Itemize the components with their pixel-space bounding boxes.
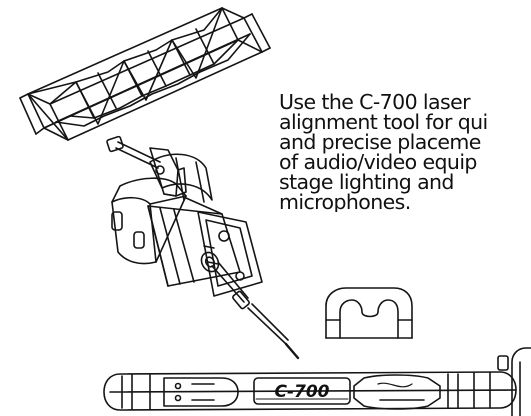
description-line: Use the C-700 laser [279, 92, 471, 114]
description-line: alignment tool for qui [279, 110, 488, 134]
laser-tool-illustration [103, 347, 531, 416]
description-line: stage lighting and [279, 170, 454, 194]
light-fixture-illustration [111, 177, 300, 360]
clamp-illustration [106, 135, 213, 203]
truss-illustration [19, 7, 271, 141]
description-line: and precise placeme [279, 130, 481, 154]
description-line: of audio/video equip [279, 150, 477, 174]
description-line: microphones. [279, 190, 411, 212]
tool-holder-illustration [325, 287, 413, 339]
tool-model-label: C-700 [274, 382, 329, 402]
product-description: Use the C-700 laser alignment tool for q… [279, 92, 531, 212]
